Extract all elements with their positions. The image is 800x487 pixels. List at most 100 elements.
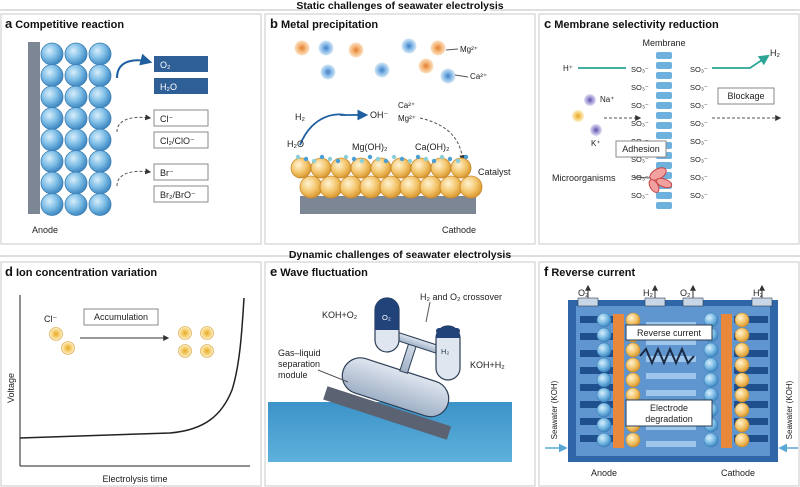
catalyst-ball — [290, 157, 312, 179]
catalyst-ball — [88, 150, 112, 173]
gas-port — [644, 297, 666, 307]
seawater-right-label: Seawater (KOH) — [785, 380, 794, 439]
static-header: Static challenges of seawater electrolys… — [0, 0, 800, 12]
precipitate-dot — [391, 154, 397, 160]
module-leader — [317, 369, 349, 383]
mg-leader — [445, 48, 459, 51]
precipitate-dot — [367, 154, 373, 160]
membrane-segment — [656, 92, 672, 99]
precipitate-dot — [455, 158, 461, 164]
degradation-line-2: degradation — [645, 414, 693, 424]
dynamic-header-text: Dynamic challenges of seawater electroly… — [289, 249, 512, 261]
cathode-catalyst-ball — [734, 387, 750, 403]
catalyst-ball — [299, 175, 323, 199]
o2-text: O₂ — [160, 60, 171, 70]
cl-arrow — [116, 114, 152, 133]
flow-channel — [580, 401, 614, 408]
c-h2-label: H₂ — [770, 48, 780, 58]
cation — [572, 110, 584, 122]
membrane-channel — [646, 373, 696, 379]
microorganism-leader — [633, 176, 651, 179]
precipitation-arrow — [419, 117, 466, 162]
tilted-base — [323, 386, 452, 440]
b-ca2-label: Ca²⁺ — [398, 101, 415, 110]
catalyst-ball — [64, 85, 88, 109]
flow-channel — [734, 350, 768, 357]
cation — [590, 124, 602, 136]
catalyst-ball — [64, 171, 88, 195]
anode-catalyst-ball — [625, 372, 641, 388]
precipitate-dot — [383, 158, 389, 164]
h2o-box — [154, 78, 208, 94]
gas-port — [577, 297, 599, 307]
catalyst-ball — [359, 175, 383, 199]
proton-out-arrow — [712, 54, 770, 69]
chloride-ion — [178, 344, 192, 358]
anode-ball — [596, 417, 612, 433]
h2-bottle: H₂ — [435, 325, 461, 381]
catalyst-ball — [419, 175, 443, 199]
module-line-2: separation — [278, 359, 320, 369]
gas-port — [682, 297, 704, 307]
flow-channel — [734, 418, 768, 425]
competing-cations — [572, 94, 602, 136]
precipitate-dot — [463, 154, 469, 160]
membrane-segment — [656, 72, 672, 79]
module-line-3: module — [278, 370, 308, 380]
precipitate-dot — [439, 154, 445, 160]
so3-left: SO₃⁻ — [631, 101, 649, 110]
panel-c-frame — [538, 13, 800, 245]
anode-electrode — [613, 314, 624, 448]
br2-box — [153, 185, 209, 203]
precipitate-dot — [311, 158, 317, 164]
catalyst-ball — [399, 175, 423, 199]
membrane-segment — [656, 112, 672, 119]
o2-bottle: O₂ — [374, 297, 400, 353]
gas-outlets — [577, 284, 773, 307]
catalyst-ball — [319, 175, 343, 199]
na-label: Na⁺ — [600, 95, 614, 104]
k-label: K⁺ — [591, 139, 601, 148]
membrane-segment — [656, 82, 672, 89]
membrane-channel — [646, 339, 696, 345]
static-header-text: Static challenges of seawater electrolys… — [296, 0, 503, 12]
catalyst-ball — [40, 128, 64, 152]
reverse-current-zigzag — [639, 346, 695, 366]
b-h2o-label: H₂O — [287, 139, 304, 149]
catalyst-ball — [88, 171, 112, 195]
precipitate-dot — [351, 156, 357, 162]
koho2-label: KOH+O₂ — [322, 310, 358, 320]
calcium-ion — [430, 40, 446, 56]
hydrogen-evolution-curve — [299, 113, 346, 146]
catalyst-ball — [64, 42, 88, 66]
precipitate-dot — [423, 156, 429, 162]
precipitate-dot — [447, 156, 453, 162]
calcium-ion — [418, 58, 434, 74]
panel-b-frame — [264, 13, 536, 245]
anode-ball — [596, 402, 612, 418]
f-o2-label-1: O₂ — [578, 288, 589, 298]
flow-channel — [580, 384, 614, 391]
catalyst-ball — [64, 193, 88, 216]
so3-right: SO₃⁻ — [690, 137, 708, 146]
so3-left: SO₃⁻ — [631, 119, 649, 128]
flow-channel — [734, 316, 768, 323]
anode-ball — [596, 432, 612, 448]
anode-catalyst-ball — [625, 357, 641, 373]
membrane-segment — [656, 122, 672, 129]
anode-ball — [596, 372, 612, 388]
cathode-ball — [703, 432, 719, 448]
b-mg2-label: Mg²⁺ — [398, 114, 416, 123]
catalyst-ball — [88, 85, 112, 109]
anode-ball — [596, 387, 612, 403]
so3-right: SO₃⁻ — [690, 155, 708, 164]
cathode-label: Cathode — [442, 225, 476, 235]
catalyst-ball — [40, 193, 64, 216]
